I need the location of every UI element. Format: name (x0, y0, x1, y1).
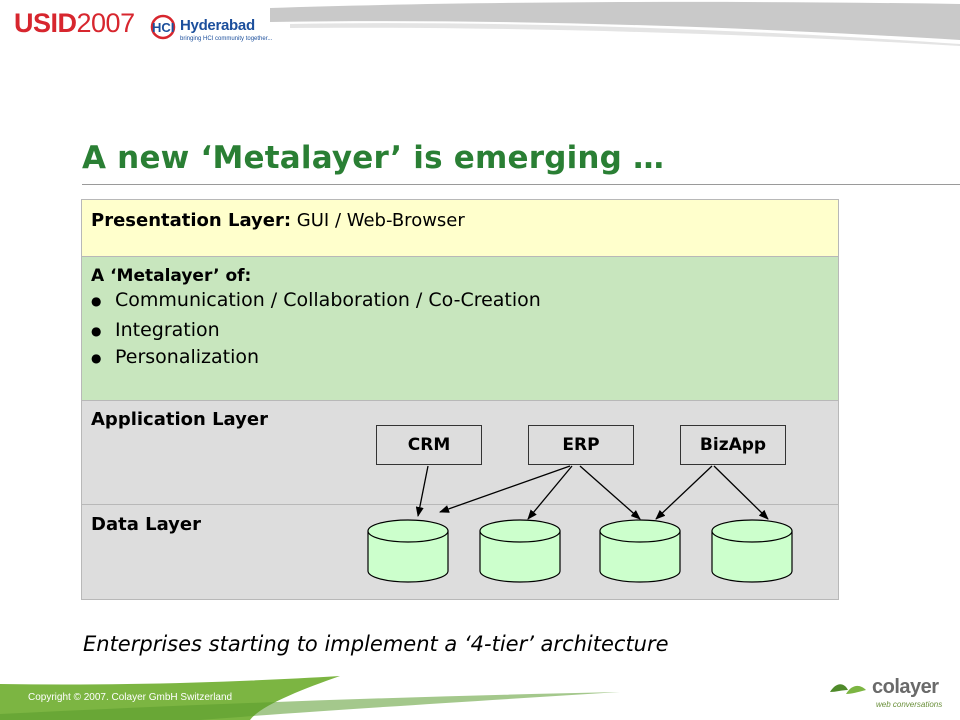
data-layer-label: Data Layer (91, 514, 201, 535)
metalayer-bullet-text: Communication / Collaboration / Co-Creat… (115, 289, 541, 311)
app-box-erp: ERP (528, 425, 634, 465)
usid-logo-text: USID (14, 8, 77, 38)
metalayer-bullet: ● Communication / Collaboration / Co-Crea… (91, 289, 541, 311)
app-box-crm: CRM (376, 425, 482, 465)
usid-logo: USID2007 (14, 8, 135, 39)
data-layer: Data Layer (81, 504, 839, 600)
metalayer-bullet-text: Integration (115, 319, 220, 341)
title-divider (82, 184, 960, 185)
presentation-layer-label: Presentation Layer: (91, 210, 292, 231)
colayer-leaf-icon (830, 684, 866, 694)
metalayer-heading: A ‘Metalayer’ of: (91, 266, 252, 286)
metalayer-bullet: ● Integration (91, 319, 220, 341)
hci-tagline: bringing HCI community together... (180, 36, 273, 42)
hci-hyderabad-logo: HCI Hyderabad bringing HCI community tog… (150, 14, 280, 48)
slide-title: A new ‘Metalayer’ is emerging … (82, 140, 665, 176)
app-box-bizapp: BizApp (680, 425, 786, 465)
hci-name: Hyderabad (180, 17, 255, 34)
bullet-icon: ● (91, 323, 102, 338)
bullet-icon: ● (91, 293, 102, 308)
header-swoosh (270, 1, 960, 46)
hci-badge-text: HCI (152, 20, 174, 35)
metalayer-bullet: ● Personalization (91, 346, 259, 368)
hci-badge-icon: HCI (150, 14, 176, 40)
bullet-icon: ● (91, 350, 102, 365)
metalayer-bullet-text: Personalization (115, 346, 260, 368)
usid-logo-year: 2007 (76, 8, 136, 38)
presentation-layer-text: Presentation Layer: GUI / Web-Browser (91, 210, 465, 231)
footnote: Enterprises starting to implement a ‘4-t… (83, 632, 669, 656)
presentation-layer: Presentation Layer: GUI / Web-Browser (81, 199, 839, 257)
copyright-text: Copyright © 2007. Colayer GmbH Switzerla… (28, 692, 233, 703)
colayer-logo: colayer web conversations (828, 676, 954, 716)
metalayer: A ‘Metalayer’ of: ● Communication / Colla… (81, 256, 839, 401)
presentation-layer-detail: GUI / Web-Browser (291, 210, 465, 231)
application-layer-label: Application Layer (91, 409, 268, 430)
colayer-brand: colayer (872, 676, 939, 698)
footer-swoosh (0, 676, 620, 720)
colayer-tagline: web conversations (876, 700, 943, 709)
